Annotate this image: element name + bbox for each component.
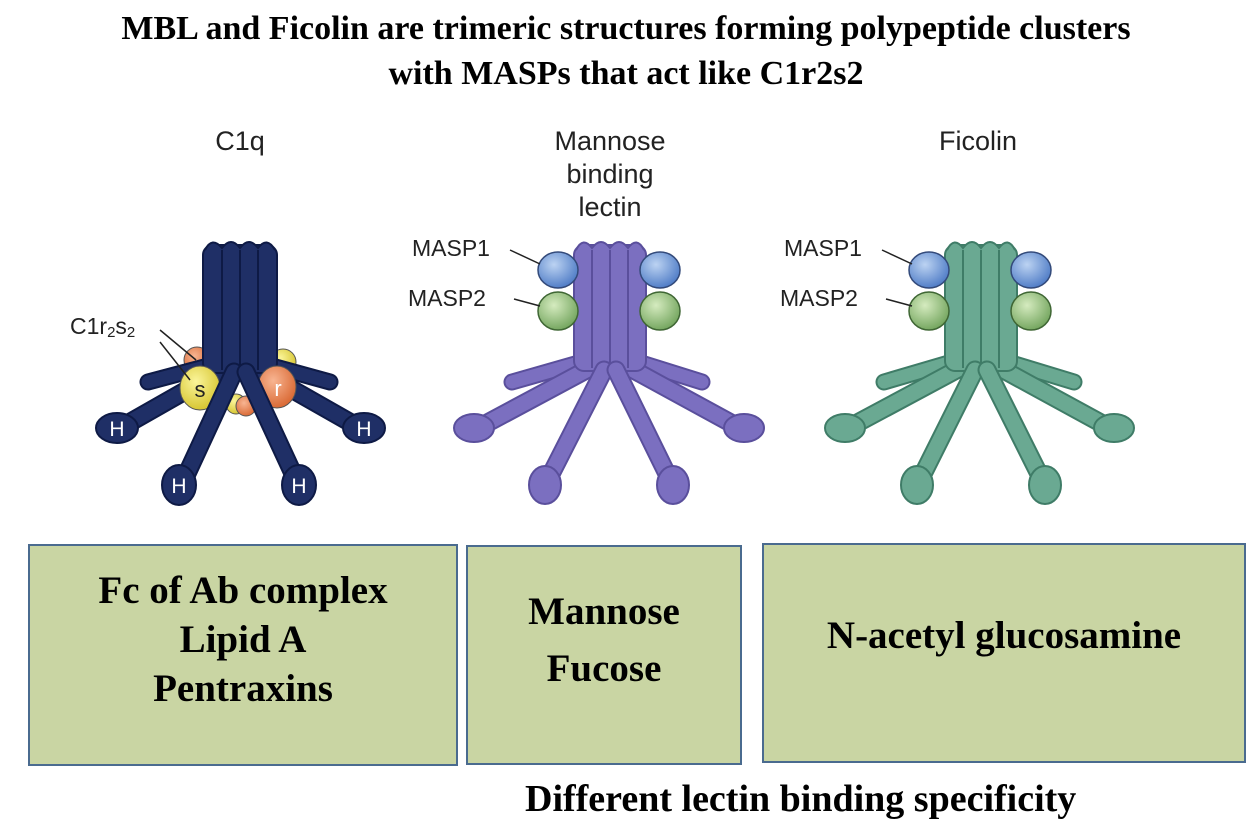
c1r-letter: r: [274, 376, 281, 401]
mbl-masp1-label: MASP1: [412, 235, 490, 261]
mbl-head: [528, 465, 562, 505]
c1q-molecule: s r H H H H: [95, 241, 386, 506]
masp1-subunit: [1010, 251, 1052, 289]
mbl-head: [656, 465, 690, 505]
masp1-subunit: [537, 251, 579, 289]
specificity-box-c1q: Fc of Ab complex Lipid A Pentraxins: [28, 544, 458, 766]
masp2-subunit: [908, 291, 950, 331]
specificity-box-ficolin: N-acetyl glucosamine: [762, 543, 1246, 763]
mbl-label: Mannose binding lectin: [510, 125, 710, 224]
masp2-subunit: [537, 291, 579, 331]
mbl-label-line-1: Mannose: [554, 126, 666, 156]
mbl-molecule: [453, 241, 765, 505]
masp1-subunit: [639, 251, 681, 289]
box-line: Fc of Ab complex: [98, 569, 388, 612]
c1q-head: [161, 464, 197, 506]
masp2-subunit: [1010, 291, 1052, 331]
c1q-head: [95, 412, 139, 444]
mbl-label-line-3: lectin: [578, 192, 642, 222]
c1r2s2-label: C1r2s2: [70, 313, 136, 341]
head-label: H: [356, 418, 371, 441]
head-label: H: [291, 475, 306, 498]
mbl-label-line-2: binding: [566, 159, 654, 189]
c1q-head: [342, 412, 386, 444]
ficolin-head: [900, 465, 934, 505]
title-line-2: with MASPs that act like C1r2s2: [388, 55, 864, 92]
title-line-1: MBL and Ficolin are trimeric structures …: [121, 10, 1131, 47]
ficolin-molecule: [824, 241, 1135, 505]
c1q-head: [281, 464, 317, 506]
box-line: Pentraxins: [153, 667, 333, 710]
mbl-head: [453, 413, 495, 443]
specificity-box-mbl: Mannose Fucose: [466, 545, 742, 765]
head-label: H: [109, 418, 124, 441]
box-line: N-acetyl glucosamine: [826, 614, 1182, 657]
ficolin-label: Ficolin: [938, 126, 1018, 156]
slide-title: MBL and Ficolin are trimeric structures …: [0, 6, 1252, 96]
ficolin-head: [1028, 465, 1062, 505]
mbl-masp2-label: MASP2: [408, 285, 486, 311]
ficolin-masp2-label: MASP2: [780, 285, 858, 311]
box-line: Lipid A: [179, 618, 307, 661]
c1s-letter: s: [195, 377, 206, 402]
ficolin-head: [824, 413, 866, 443]
c1q-label: C1q: [215, 126, 265, 156]
box-line: Fucose: [546, 647, 662, 690]
ficolin-masp1-label: MASP1: [784, 235, 862, 261]
mbl-head: [723, 413, 765, 443]
masp2-subunit: [639, 291, 681, 331]
head-label: H: [171, 475, 186, 498]
footer-caption: Different lectin binding specificity: [525, 778, 1077, 820]
ficolin-head: [1093, 413, 1135, 443]
box-line: Mannose: [528, 590, 680, 633]
masp1-subunit: [908, 251, 950, 289]
